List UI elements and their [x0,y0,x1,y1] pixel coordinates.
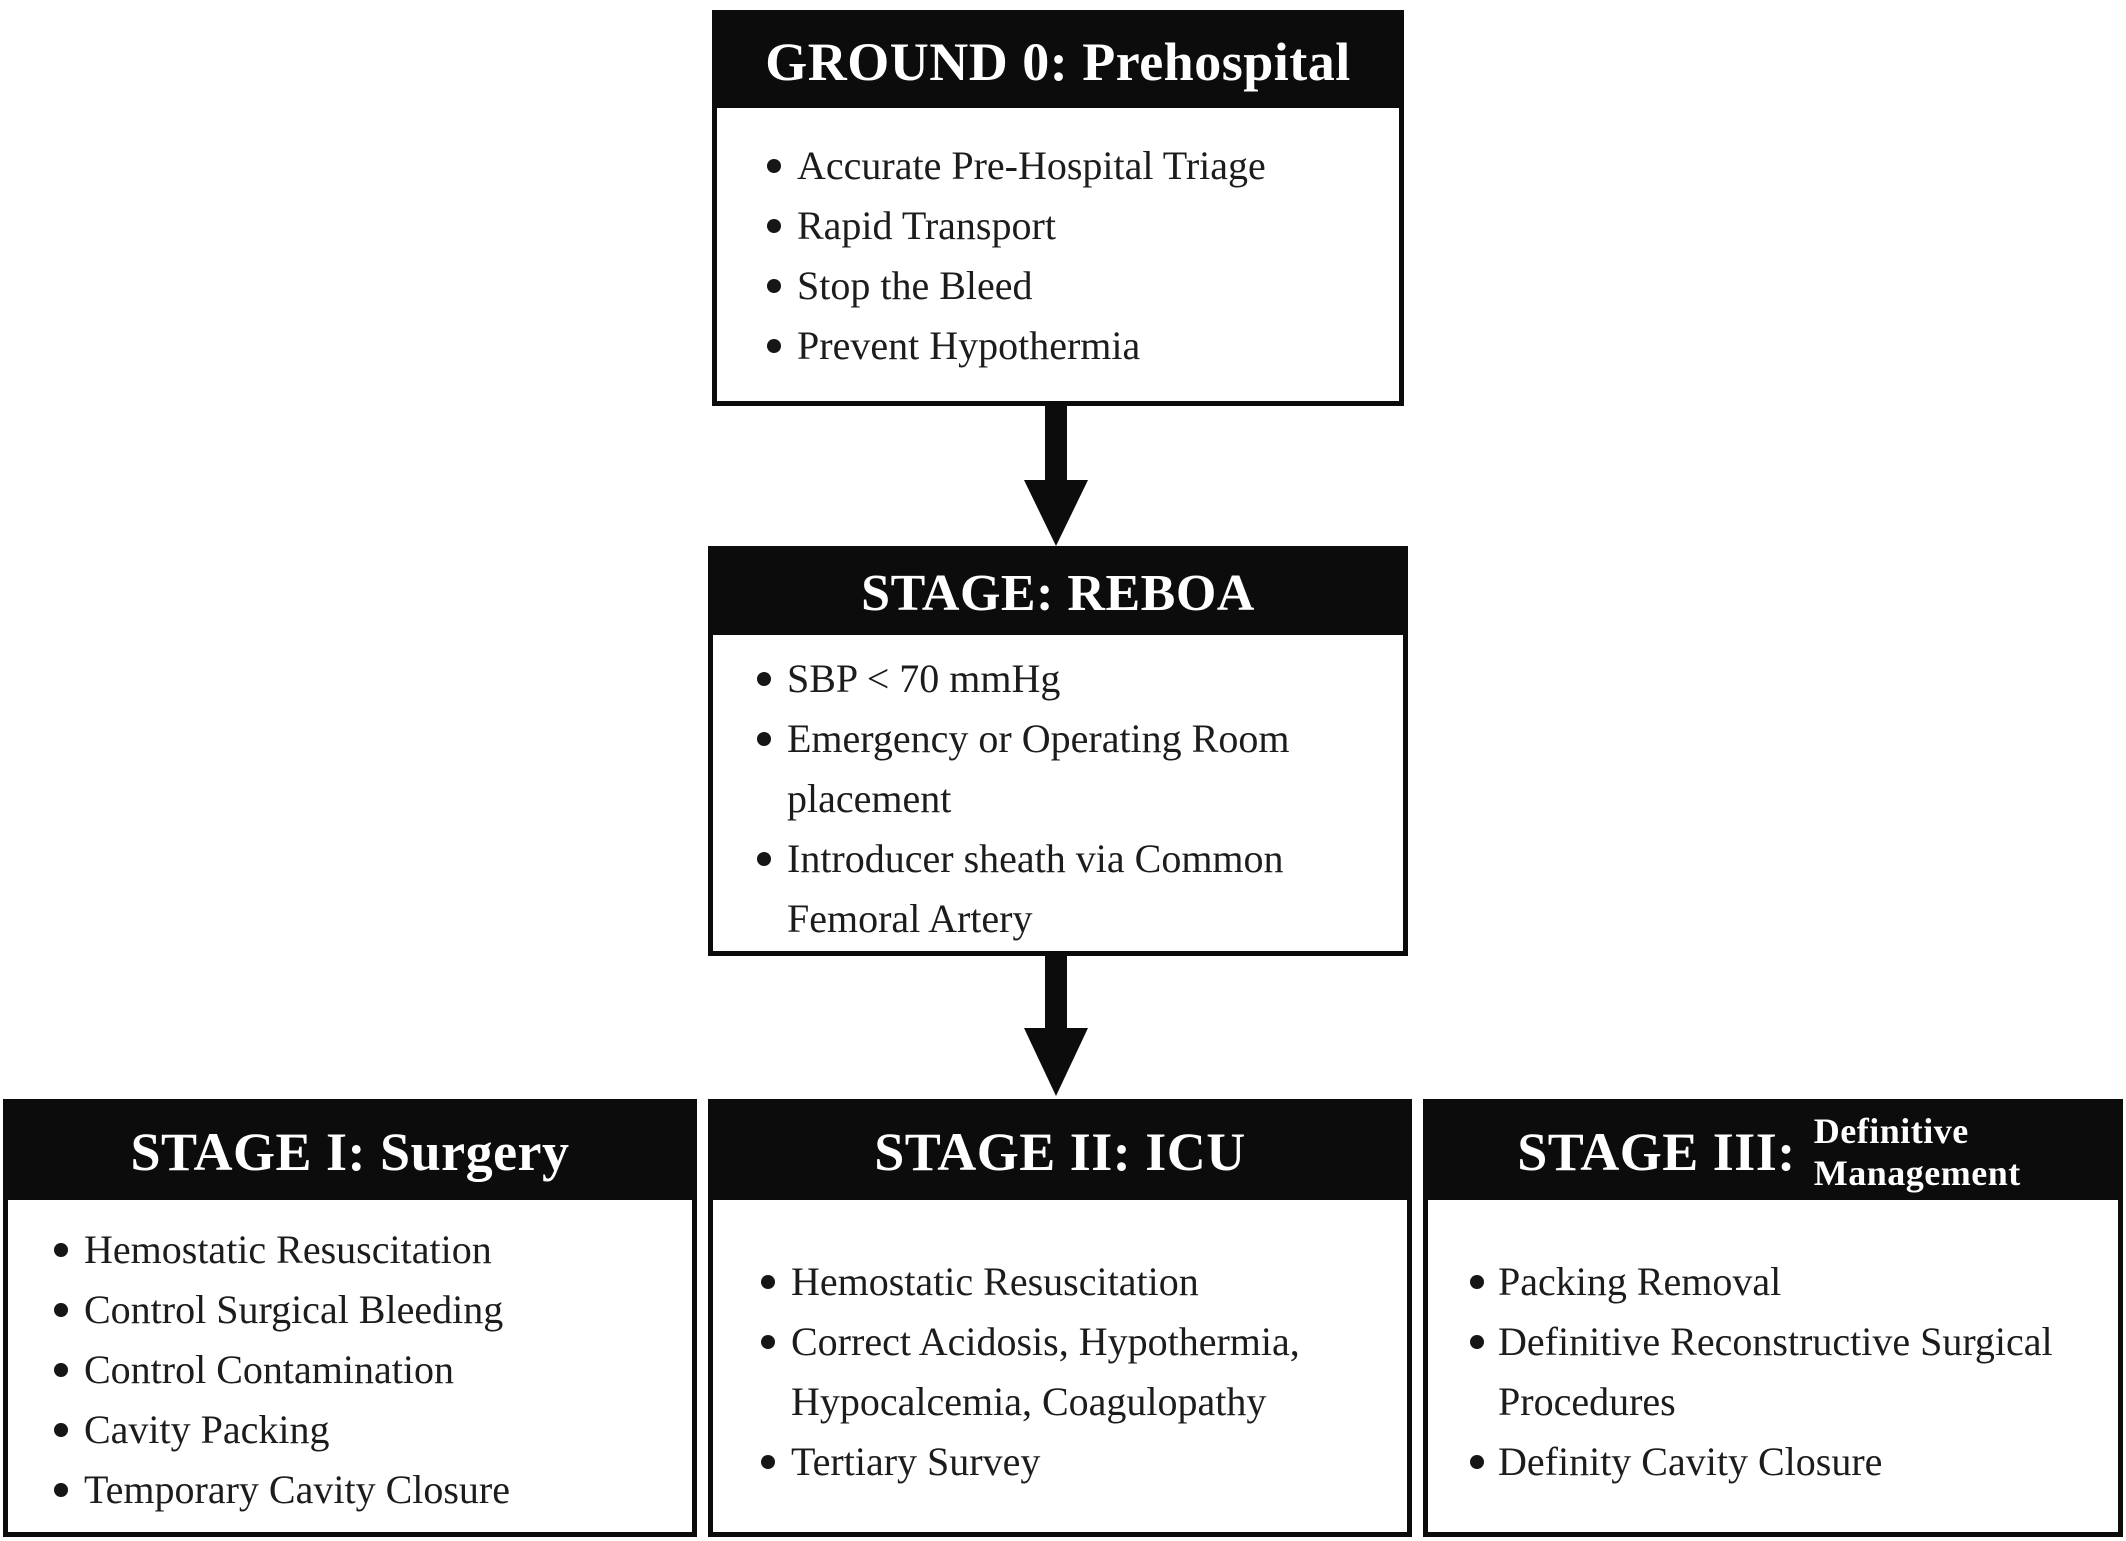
list-item: Rapid Transport [767,196,1383,256]
bullet-icon [761,1455,775,1469]
list-item: Definity Cavity Closure [1470,1432,2114,1492]
box-ground0-title: GROUND 0: Prehospital [765,31,1351,92]
bullet-icon [767,219,781,233]
box-ground0-prehospital: GROUND 0: Prehospital Accurate Pre-Hospi… [712,10,1404,406]
bullet-icon [757,732,771,746]
box-stage2-list: Hemostatic Resuscitation Correct Acidosi… [713,1200,1407,1492]
arrow-head [1024,480,1088,546]
bullet-icon [54,1303,68,1317]
box-stage3-subtitle: Definitive Management [1813,1111,2021,1193]
bullet-icon [767,339,781,353]
list-item: Tertiary Survey [761,1432,1399,1492]
box-stage3-header: STAGE III: Definitive Management [1428,1104,2118,1200]
box-stage3-definitive-management: STAGE III: Definitive Management Packing… [1423,1099,2123,1537]
bullet-icon [767,159,781,173]
box-stage2-title: STAGE II: ICU [874,1122,1246,1182]
list-item: Stop the Bleed [767,256,1383,316]
list-item: Control Contamination [54,1340,684,1400]
list-item: Hemostatic Resuscitation [54,1220,684,1280]
list-item: Packing Removal [1470,1252,2114,1312]
bullet-icon [54,1423,68,1437]
arrow-down-icon [1024,956,1088,1096]
bullet-icon [54,1363,68,1377]
bullet-icon [54,1483,68,1497]
bullet-icon [761,1275,775,1289]
box-stage1-surgery: STAGE I: Surgery Hemostatic Resuscitatio… [3,1099,697,1537]
box-reboa-list: SBP < 70 mmHg Emergency or Operating Roo… [713,635,1403,949]
list-item: Correct Acidosis, Hypothermia, Hypocalce… [761,1312,1399,1432]
list-item: Prevent Hypothermia [767,316,1383,376]
arrow-shaft [1045,956,1067,1028]
box-stage3-list: Packing Removal Definitive Reconstructiv… [1428,1200,2118,1492]
bullet-icon [1470,1275,1484,1289]
box-reboa-header: STAGE: REBOA [713,551,1403,635]
box-stage2-header: STAGE II: ICU [713,1104,1407,1200]
list-item: Temporary Cavity Closure [54,1460,684,1520]
list-item: Accurate Pre-Hospital Triage [767,136,1383,196]
bullet-icon [761,1335,775,1349]
bullet-icon [54,1243,68,1257]
bullet-icon [757,672,771,686]
box-ground0-list: Accurate Pre-Hospital Triage Rapid Trans… [717,108,1399,376]
list-item: SBP < 70 mmHg [757,649,1389,709]
box-stage1-list: Hemostatic Resuscitation Control Surgica… [8,1200,692,1520]
bullet-icon [1470,1455,1484,1469]
bullet-icon [767,279,781,293]
box-stage2-icu: STAGE II: ICU Hemostatic Resuscitation C… [708,1099,1412,1537]
box-reboa-title: STAGE: REBOA [861,564,1255,622]
arrow-shaft [1045,405,1067,480]
box-stage1-header: STAGE I: Surgery [8,1104,692,1200]
list-item: Cavity Packing [54,1400,684,1460]
list-item: Introducer sheath via Common Femoral Art… [757,829,1389,949]
bullet-icon [1470,1335,1484,1349]
bullet-icon [757,852,771,866]
list-item: Hemostatic Resuscitation [761,1252,1399,1312]
list-item: Definitive Reconstructive Surgical Proce… [1470,1312,2114,1432]
list-item: Control Surgical Bleeding [54,1280,684,1340]
box-ground0-header: GROUND 0: Prehospital [717,15,1399,108]
box-stage-reboa: STAGE: REBOA SBP < 70 mmHg Emergency or … [708,546,1408,956]
list-item: Emergency or Operating Room placement [757,709,1389,829]
arrow-down-icon [1024,405,1088,546]
box-stage1-title: STAGE I: Surgery [130,1122,570,1182]
box-stage3-title: STAGE III: [1517,1122,1796,1182]
arrow-head [1024,1028,1088,1096]
